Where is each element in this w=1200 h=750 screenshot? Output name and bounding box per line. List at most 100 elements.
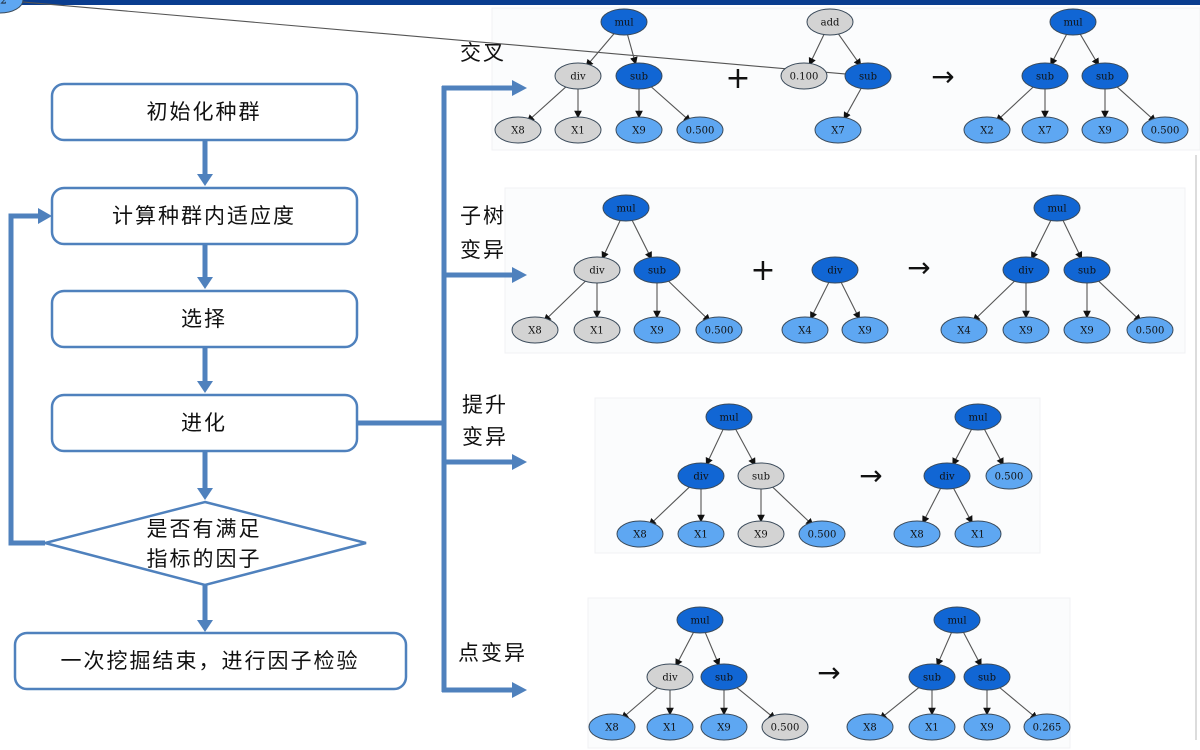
tree-edge (879, 683, 924, 720)
tree-node-shape (1002, 256, 1050, 284)
tree-node-label: sub (715, 673, 733, 684)
tree-node-x2: X2 (0, 0, 24, 14)
tree-node-shape (1021, 62, 1069, 90)
tree-node-label: X8 (633, 530, 646, 541)
tree-node-shape (985, 462, 1033, 490)
tree-node-shape (615, 62, 663, 90)
tree-node-shape (554, 62, 602, 90)
tree-node-label: 0.500 (771, 723, 800, 734)
tree-node-0-500: 0.500 (695, 316, 743, 344)
tree-node-shape (1141, 116, 1189, 144)
tree-node-shape (554, 116, 602, 144)
tree-node-label: sub (1096, 72, 1114, 83)
tree-node-add: add (806, 8, 854, 36)
plus-icon: + (750, 253, 775, 288)
tree-node-shape (963, 116, 1011, 144)
tree-node-label: sub (630, 72, 648, 83)
tree-node-shape (761, 713, 809, 741)
tree-node-shape (633, 316, 681, 344)
tree-node-x8: X8 (616, 520, 664, 548)
tree-node-shape (602, 194, 650, 222)
tree-edge (705, 427, 725, 466)
tree-node-mul: mul (600, 8, 648, 36)
tree-node-label: X9 (632, 126, 645, 137)
tree-node-shape (798, 520, 846, 548)
tree-node-label: mul (1063, 18, 1082, 29)
tree-node-label: 0.500 (995, 472, 1024, 483)
tree-node-shape (954, 520, 1002, 548)
tree-node-label: mul (1047, 204, 1066, 215)
tree-node-label: X8 (863, 723, 876, 734)
tree-node-shape (963, 713, 1011, 741)
tree-node-shape (1063, 256, 1111, 284)
tree-node-x9: X9 (633, 316, 681, 344)
arrowhead-icon (197, 381, 213, 393)
tree-node-0-100: 0.100 (780, 62, 828, 90)
tree-node-mul: mul (1033, 194, 1081, 222)
tree-node-sub: sub (737, 462, 785, 490)
tree-node-label: div (662, 673, 678, 684)
tree-node-label: add (821, 18, 840, 29)
tree-node-div: div (811, 256, 859, 284)
tree-node-div: div (677, 462, 725, 490)
tree-node-shape (700, 713, 748, 741)
tree-edge (1113, 83, 1157, 123)
tree-node-div: div (923, 462, 971, 490)
tree-node-sub: sub (1081, 62, 1129, 90)
tree-edge (647, 83, 692, 123)
tree-edge (732, 683, 777, 720)
tree-node-shape (677, 520, 725, 548)
decision-label-line1: 是否有满足 (147, 517, 262, 541)
tree-node-shape (615, 116, 663, 144)
decision-label-line2: 指标的因子 (147, 547, 262, 571)
tree-edge (1095, 277, 1142, 323)
tree-node-shape (646, 713, 694, 741)
tree-node-shape (646, 663, 694, 691)
tree-node-label: sub (923, 673, 941, 684)
tree-node-sub: sub (908, 663, 956, 691)
tree-edge (11, 0, 857, 76)
tree-edge (665, 277, 711, 322)
tree-edge (936, 630, 953, 667)
tree-node-x9: X9 (737, 520, 785, 548)
tree-node-shape (940, 316, 988, 344)
tree-node-x9: X9 (1081, 116, 1129, 144)
flowchart: 初始化种群 计算种群内适应度 选择 进化 是否有满足 指标的因子 一次挖掘结束，… (8, 80, 527, 698)
tree-node-shape (494, 116, 542, 144)
tree-node-0-500: 0.500 (798, 520, 846, 548)
tree-edge (839, 280, 860, 320)
tree-node-shape (1081, 62, 1129, 90)
tree-edge (843, 85, 863, 120)
expression-trees: muldivX8X1subX90.500add0.100subX2X7mulsu… (0, 0, 1189, 741)
tree-edge (620, 684, 662, 720)
step-end: 一次挖掘结束，进行因子检验 (13, 631, 408, 691)
tree-edge (769, 483, 814, 527)
tree-edge (1061, 218, 1083, 260)
tree-node-shape (677, 462, 725, 490)
arrowhead-icon (512, 267, 527, 283)
tree-node-x8: X8 (494, 116, 542, 144)
tree-node-x9: X9 (963, 713, 1011, 741)
tree-node-0-500: 0.500 (1141, 116, 1189, 144)
tree-node-label: 0.500 (808, 530, 837, 541)
tree-node-label: div (827, 266, 843, 277)
tree-node-label: sub (1036, 72, 1054, 83)
tree-node-x9: X9 (615, 116, 663, 144)
tree-node-shape (844, 62, 892, 90)
feedback-loop-line (8, 213, 45, 546)
tree-node-label: X8 (910, 530, 923, 541)
tree-edge (995, 83, 1037, 123)
tree-node-shape (963, 663, 1011, 691)
right-arrow-icon: → (931, 60, 954, 93)
tree-node-x8: X8 (846, 713, 894, 741)
tree-edge (952, 486, 973, 524)
step-init: 初始化种群 (50, 82, 359, 142)
tree-node-label: X2 (0, 0, 7, 7)
tree-node-label: div (939, 472, 955, 483)
tree-node-label: X1 (694, 530, 707, 541)
